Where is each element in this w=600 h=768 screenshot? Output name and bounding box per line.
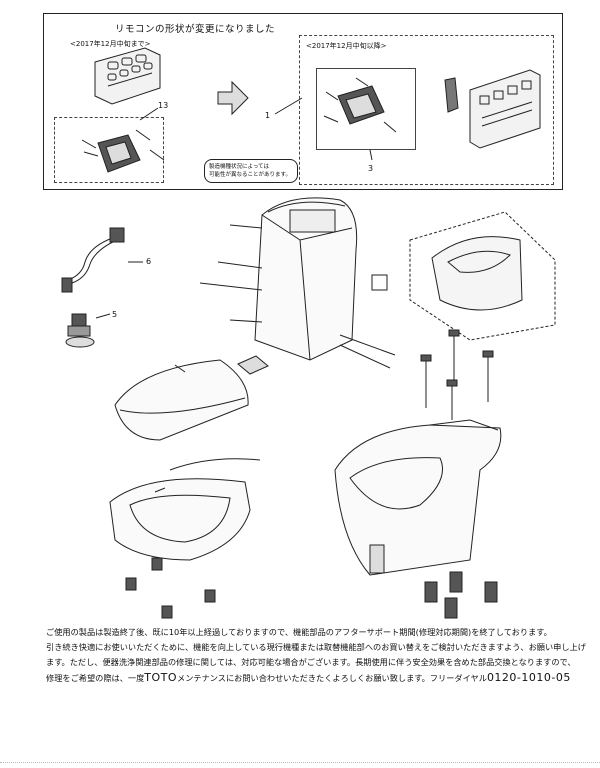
callout-5: 5 — [112, 310, 118, 319]
note-box: 製造機種状況によっては 可能性が異なることがあります。 — [204, 159, 298, 183]
support-notice-line-3: ます。ただし、便器洗浄関連部品の修理に関しては、対応可能な場合がございます。長期… — [46, 657, 576, 667]
note-line-1: 製造機種状況によっては — [209, 164, 269, 170]
new-remote-drawing — [444, 69, 541, 149]
old-remote-drawing — [94, 47, 161, 105]
before-holder-box — [54, 117, 164, 183]
after-holder-box — [316, 68, 416, 150]
phone-number: 0120-1010-05 — [486, 671, 571, 684]
remote-change-notice-frame — [43, 13, 563, 190]
toilet-tank-drawing — [199, 197, 396, 375]
support-notice: ご使用の製品は製造終了後、既に10年以上経過しておりますので、機能部品のアフター… — [46, 625, 586, 686]
callout-6: 6 — [146, 257, 152, 266]
leader-13 — [139, 107, 159, 121]
after-label: <2017年12月中旬以降> — [306, 42, 387, 50]
notice-title: リモコンの形状が変更になりました — [115, 24, 276, 35]
brand-name: TOTO — [144, 671, 178, 684]
after-box — [299, 35, 554, 185]
leader-5 — [95, 313, 111, 319]
seat-cover-box — [409, 211, 556, 341]
callout-3: 3 — [368, 164, 374, 173]
line4-mid: メンテナンスにお問い合わせいただきたくよろしくお願い致します。フリーダイヤル — [177, 673, 487, 683]
callout-1: 1 — [265, 111, 271, 120]
new-holder-drawing — [323, 77, 397, 133]
old-holder-drawing — [81, 129, 165, 173]
arrow-icon — [217, 80, 249, 116]
support-notice-line-1: ご使用の製品は製造終了後、既に10年以上経過しておりますので、機能部品のアフター… — [46, 627, 552, 637]
callout-13: 13 — [158, 101, 169, 110]
note-line-2: 可能性が異なることがあります。 — [209, 172, 291, 178]
support-notice-line-4: 修理をご希望の際は、一度TOTOメンテナンスにお問い合わせいただきたくよろしくお… — [46, 670, 576, 686]
hose-drawing — [61, 227, 125, 293]
toilet-bowl-drawing — [334, 419, 502, 619]
before-label: <2017年12月中旬まで> — [70, 40, 151, 48]
bowl-cover-drawing — [431, 236, 523, 311]
support-notice-line-2: 引き続き快適にお使いいただくために、機能を向上している現行機種または取替機能部へ… — [46, 642, 586, 652]
bowl-bolts-drawing — [420, 329, 494, 420]
leader-3 — [369, 149, 373, 161]
seat-lid-drawing — [114, 359, 249, 441]
line4-prefix: 修理をご希望の際は、一度 — [46, 673, 145, 683]
leader-1 — [274, 97, 303, 115]
valve-drawing — [65, 313, 95, 348]
bottom-dotted-rule — [0, 762, 600, 763]
toilet-seat-drawing — [109, 458, 261, 619]
